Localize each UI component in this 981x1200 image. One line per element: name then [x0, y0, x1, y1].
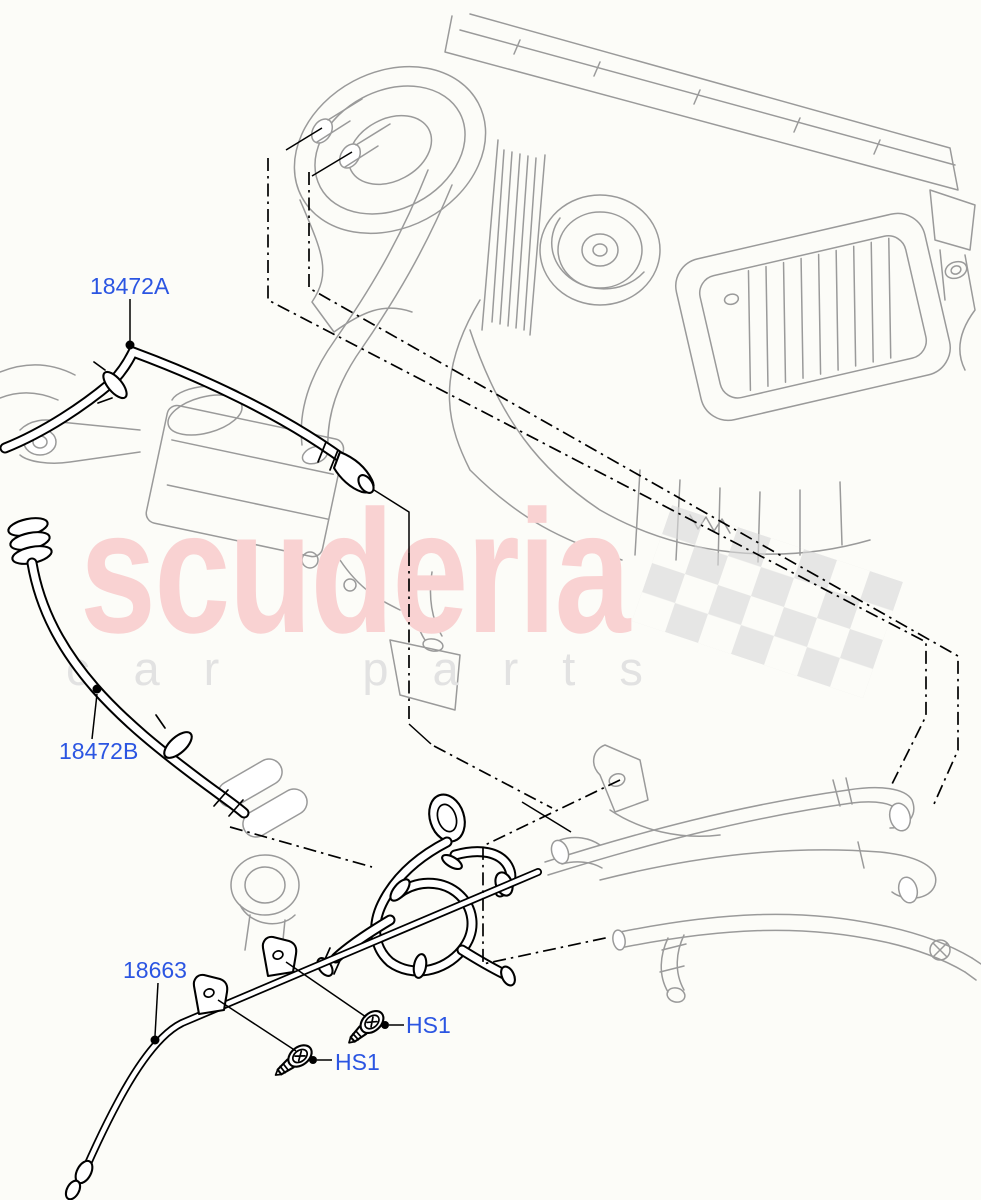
- pipe-18663-art: [64, 868, 542, 1200]
- part-label-hs1-lower[interactable]: HS1: [335, 1049, 380, 1075]
- label-leader-lines: [91, 299, 404, 1064]
- screw-hs1-lower-art: [274, 1044, 313, 1076]
- watermark-tagline: car parts: [66, 642, 687, 695]
- engine-hoses-gray-art: [544, 744, 981, 1003]
- water-pump-art: [217, 758, 308, 951]
- part-label-18472b[interactable]: 18472B: [59, 738, 139, 764]
- hose-18472a-art: [0, 345, 375, 494]
- projection-lines: [229, 127, 959, 966]
- screw-hs1-upper-art: [348, 1009, 385, 1044]
- hose-18472b-art: [7, 517, 250, 819]
- watermark: scuderia car parts: [66, 475, 903, 698]
- checkered-flag: [632, 505, 903, 698]
- part-label-hs1-upper[interactable]: HS1: [406, 1012, 451, 1038]
- part-label-18663[interactable]: 18663: [123, 957, 187, 983]
- pipe-bracket: [192, 973, 229, 1016]
- watermark-brand: scuderia: [80, 475, 632, 670]
- part-label-18472a[interactable]: 18472A: [90, 273, 170, 299]
- pipe-bracket: [261, 935, 298, 978]
